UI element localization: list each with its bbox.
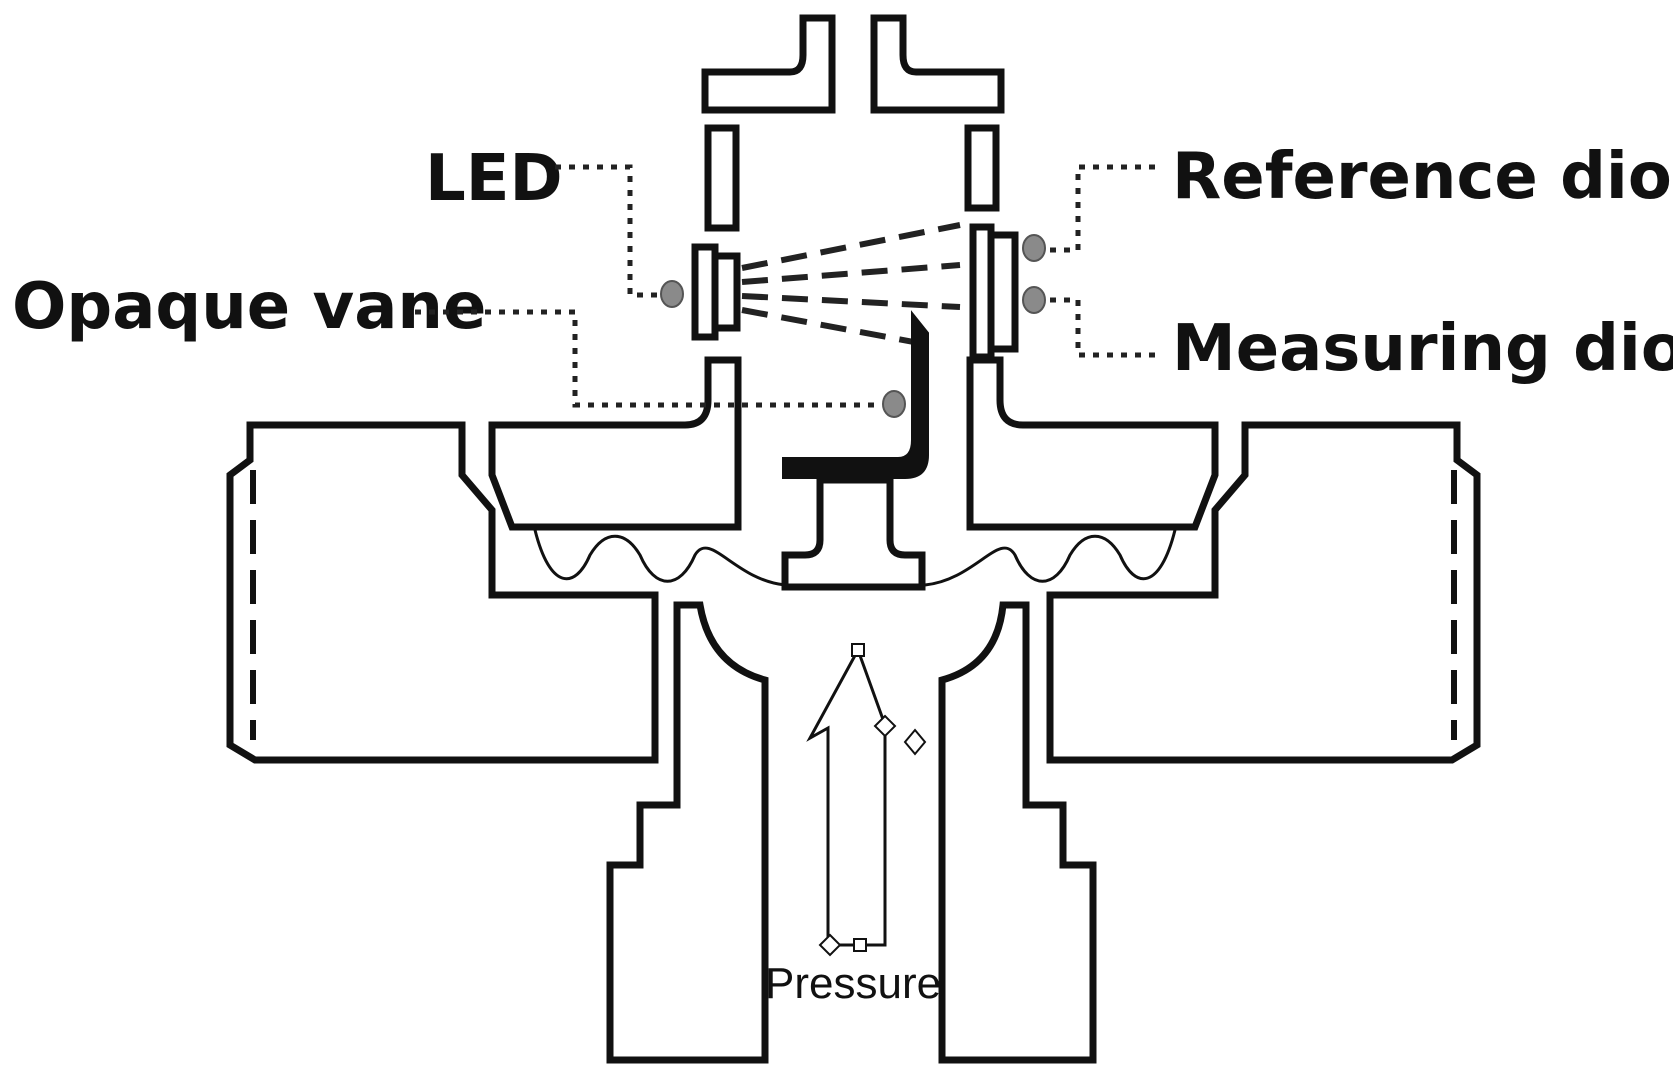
- right-lower-body: [938, 601, 1097, 1064]
- reference-diode-leader: [1050, 164, 1155, 253]
- top-right-fitting: [870, 14, 1005, 114]
- opaque-vane-label: Opaque vane: [12, 270, 486, 344]
- light-beam: [741, 222, 961, 348]
- diode-assembly: [969, 223, 1019, 361]
- piston: [781, 476, 926, 591]
- pressure-arrow: [806, 643, 927, 957]
- diaphragm: [533, 529, 1177, 587]
- right-upper-wall: [964, 124, 1000, 212]
- top-left-fitting: [701, 14, 836, 114]
- opaque-vane-marker: [882, 390, 906, 418]
- left-upper-wall: [704, 124, 740, 232]
- measuring-diode-leader: [1050, 297, 1155, 358]
- pressure-label: Pressure: [765, 959, 941, 1008]
- opaque-vane: [782, 310, 929, 479]
- led-leader: [555, 164, 660, 298]
- left-outer-housing: [226, 421, 659, 764]
- right-inner-housing: [966, 356, 1219, 531]
- reference-diode-label: Reference diode: [1172, 140, 1673, 214]
- left-lower-body: [606, 601, 769, 1064]
- led-label: LED: [425, 142, 563, 216]
- reference-diode-marker: [1022, 234, 1046, 262]
- left-inner-housing: [488, 356, 742, 531]
- led-emitter: [691, 243, 741, 341]
- measuring-diode-label: Measuring diode: [1172, 312, 1673, 386]
- led-marker: [660, 280, 684, 308]
- right-outer-housing: [1046, 421, 1481, 764]
- measuring-diode-marker: [1022, 286, 1046, 314]
